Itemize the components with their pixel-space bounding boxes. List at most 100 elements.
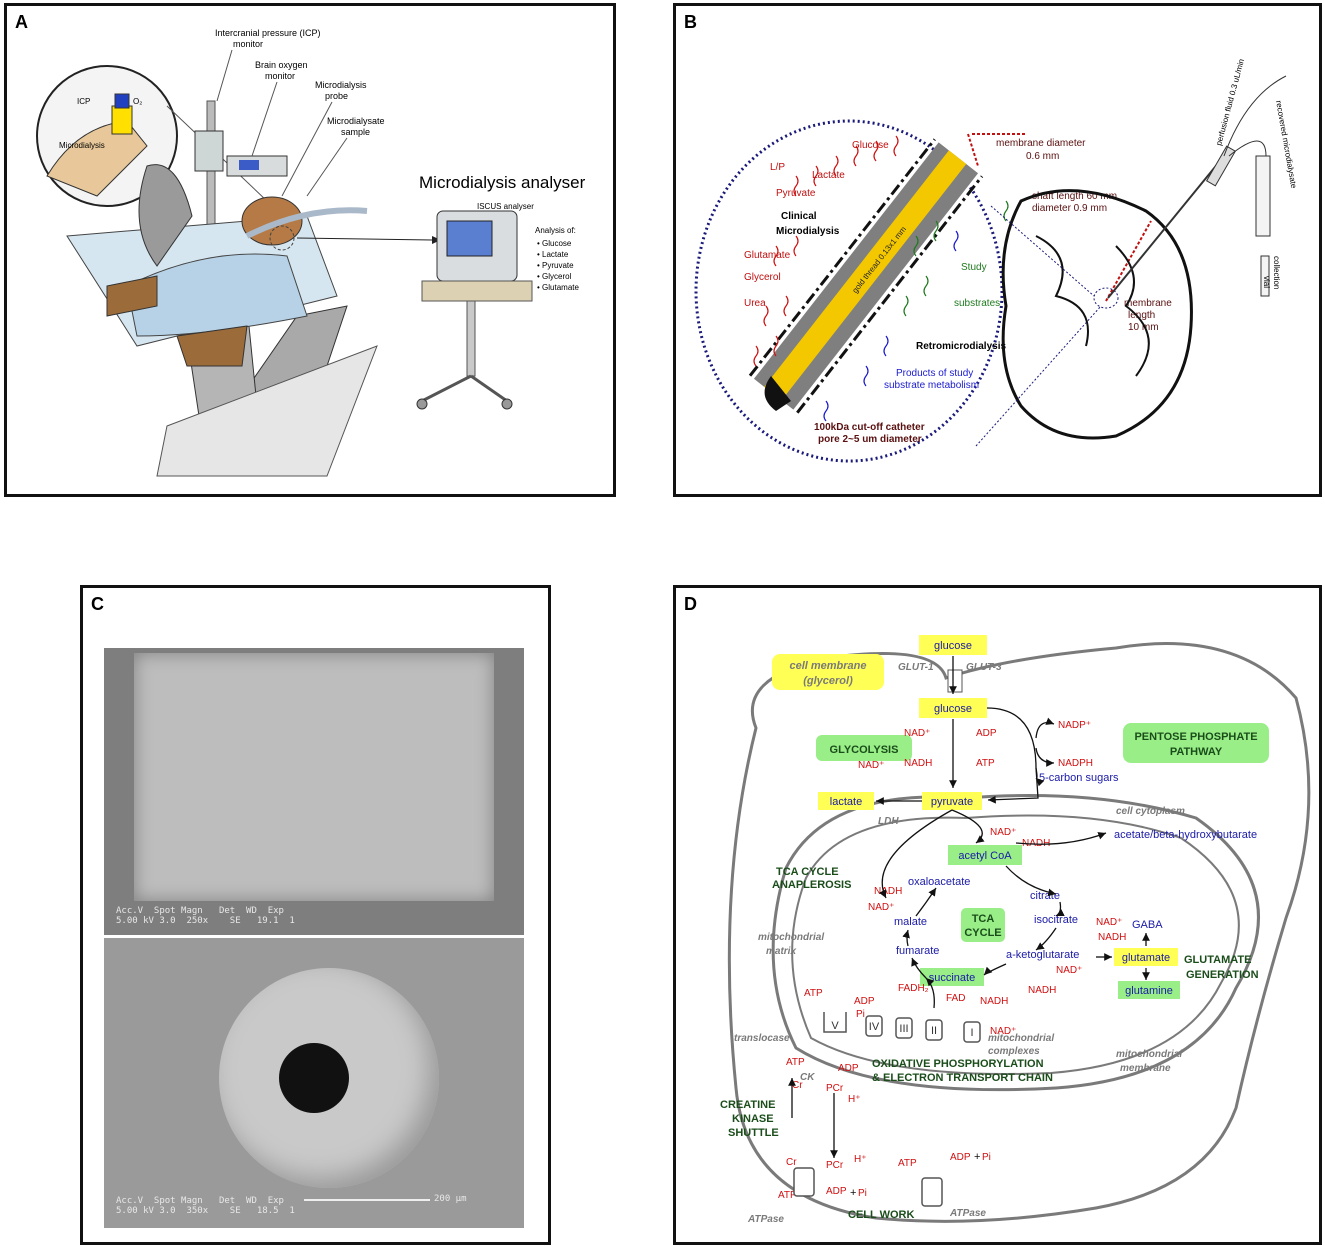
glut3-label: GLUT-3 xyxy=(966,662,1002,673)
analysis-heading: Analysis of: xyxy=(535,226,576,235)
atp-label: ATP xyxy=(804,988,823,999)
nad-label: NAD⁺ xyxy=(990,827,1016,838)
membrane-diameter-value: 0.6 mm xyxy=(1026,151,1059,162)
cell-membrane-label: cell membrane xyxy=(789,660,866,672)
glutamate-box xyxy=(1114,948,1178,966)
complex-v: V xyxy=(831,1020,839,1032)
microdialysis-label: Microdialysis xyxy=(59,141,105,150)
perfusion-label: perfusion fluid 0.3 uL/min xyxy=(1214,58,1246,147)
membrane-length-value: 10 mm xyxy=(1128,322,1159,333)
sem-caption: Acc.V Spot Magn Det WD Exp 5.00 kV 3.0 3… xyxy=(116,1196,295,1216)
membrane-block xyxy=(134,653,494,901)
oxphos-label: OXIDATIVE PHOSPHORYLATION xyxy=(872,1058,1044,1070)
analysis-item: • Pyruvate xyxy=(537,261,574,270)
nad-label: NAD⁺ xyxy=(990,1026,1016,1037)
tube-lumen xyxy=(279,1043,349,1113)
atpase-label: ATPase xyxy=(747,1214,784,1225)
complexes-label-2: complexes xyxy=(988,1046,1040,1057)
anaplerosis-label: TCA CYCLE xyxy=(776,866,839,878)
matrix-label-2: matrix xyxy=(766,946,796,957)
ck-label: CK xyxy=(800,1072,815,1083)
urea-label: Urea xyxy=(744,298,766,309)
nadh-label: NADH xyxy=(1028,985,1056,996)
analysis-item: • Glucose xyxy=(537,239,572,248)
shaft-label: shaft length 60 mm xyxy=(1032,191,1117,202)
cytoplasm-label: cell cytoplasm xyxy=(1116,806,1185,817)
glutamate-generation-label-2: GENERATION xyxy=(1186,969,1259,981)
glucose-inside-box xyxy=(919,698,987,718)
fumarate: fumarate xyxy=(896,945,939,957)
nadh-label: NADH xyxy=(1022,838,1050,849)
nadh-label: NADH xyxy=(1098,932,1126,943)
analyser-title: Microdialysis analyser xyxy=(419,173,586,192)
creatine-label: CREATINE xyxy=(720,1099,775,1111)
panel-letter: C xyxy=(91,594,104,614)
analysis-item: • Glutamate xyxy=(537,283,579,292)
pentose-box xyxy=(1123,723,1269,763)
brain-oxygen-label-2: monitor xyxy=(265,71,295,81)
complexes-label: mitochondrial xyxy=(988,1033,1054,1044)
matrix-label: mitochondrial xyxy=(758,932,824,943)
glycolysis-box xyxy=(816,735,912,761)
pi-label: Pi xyxy=(856,1009,865,1020)
lactate-box xyxy=(818,792,874,810)
clinical-label: Clinical xyxy=(781,211,817,222)
adp-label: ADP xyxy=(838,1063,859,1074)
nadh-label: NADH xyxy=(904,758,932,769)
sem-caption: Acc.V Spot Magn Det WD Exp 5.00 kV 3.0 2… xyxy=(116,906,295,926)
oxphos-label-2: & ELECTRON TRANSPORT CHAIN xyxy=(872,1072,1053,1084)
lactate: lactate xyxy=(830,796,862,808)
magnified-membrane xyxy=(694,119,1004,463)
tca-box xyxy=(961,908,1005,942)
catheter-label-2: pore 2~5 um diameter xyxy=(818,434,922,445)
retro-label: Retromicrodialysis xyxy=(916,341,1006,352)
catheter-label: 100kDa cut-off catheter xyxy=(814,422,925,433)
translocase-label: translocase xyxy=(734,1033,790,1044)
five-carbon-sugars: 5-carbon sugars xyxy=(1039,772,1119,784)
succinate: succinate xyxy=(929,972,975,984)
complex-iii: III xyxy=(899,1023,908,1035)
pcr-label: PCr xyxy=(826,1083,844,1094)
pyruvate: pyruvate xyxy=(931,796,973,808)
analysis-item: • Lactate xyxy=(537,250,569,259)
sample-label-2: sample xyxy=(341,127,370,137)
analyser-subtitle: ISCUS analyser xyxy=(477,202,534,211)
icp-monitor-label: Intercranial pressure (ICP) xyxy=(215,28,321,38)
sem-image-cross-section: Acc.V Spot Magn Det WD Exp 5.00 kV 3.0 3… xyxy=(104,938,524,1228)
glutamate-label: Glutamate xyxy=(744,250,791,261)
creatine-label-2: KINASE xyxy=(732,1113,774,1125)
panel-a: A ICP O₂ Microdialysis Intercranial pres… xyxy=(4,3,616,497)
glycerol-label: (glycerol) xyxy=(803,675,853,687)
brain-oxygen-label: Brain oxygen xyxy=(255,60,308,70)
pcr-label: PCr xyxy=(826,1160,844,1171)
isocitrate: isocitrate xyxy=(1034,914,1078,926)
fadh2-label: FADH₂ xyxy=(898,983,929,994)
mito-membrane-label: mitochondrial xyxy=(1116,1049,1182,1060)
nadh-label: NADH xyxy=(980,996,1008,1007)
nad-label: NAD⁺ xyxy=(1096,917,1122,928)
creatine-label-3: SHUTTLE xyxy=(728,1127,779,1139)
vial-label: vial xyxy=(1262,276,1271,288)
anaplerosis-label-2: ANAPLEROSIS xyxy=(772,879,851,891)
sem-image-membrane: Acc.V Spot Magn Det WD Exp 5.00 kV 3.0 2… xyxy=(104,648,524,935)
pentose-label: PENTOSE PHOSPHATE xyxy=(1134,731,1257,743)
glutamate-generation-label: GLUTAMATE xyxy=(1184,954,1251,966)
glut1-label: GLUT-1 xyxy=(898,662,934,673)
membrane-length-label: membrane xyxy=(1124,298,1172,309)
metabolism-diagram: glucose glucose cell membrane (glycerol)… xyxy=(720,635,1311,1225)
adp-label: ADP xyxy=(976,728,997,739)
clinical-label-2: Microdialysis xyxy=(776,226,840,237)
panel-b: B gold thread 0.13x1 mm xyxy=(673,3,1322,497)
nadph-label: NADPH xyxy=(1058,758,1093,769)
icp-label: ICP xyxy=(77,97,90,106)
mito-membrane-label-2: membrane xyxy=(1120,1063,1171,1074)
complex-i: I xyxy=(970,1027,973,1039)
succinate-box xyxy=(920,968,984,986)
plus-sign: + xyxy=(850,1187,856,1199)
atp-label: ATP xyxy=(898,1158,917,1169)
recovered-label: recovered microdialysate xyxy=(1274,100,1298,190)
nad-label: NAD⁺ xyxy=(858,760,884,771)
glutamine: glutamine xyxy=(1125,985,1173,997)
nadh-label: NADH xyxy=(874,886,902,897)
atp-label: ATP xyxy=(786,1057,805,1068)
